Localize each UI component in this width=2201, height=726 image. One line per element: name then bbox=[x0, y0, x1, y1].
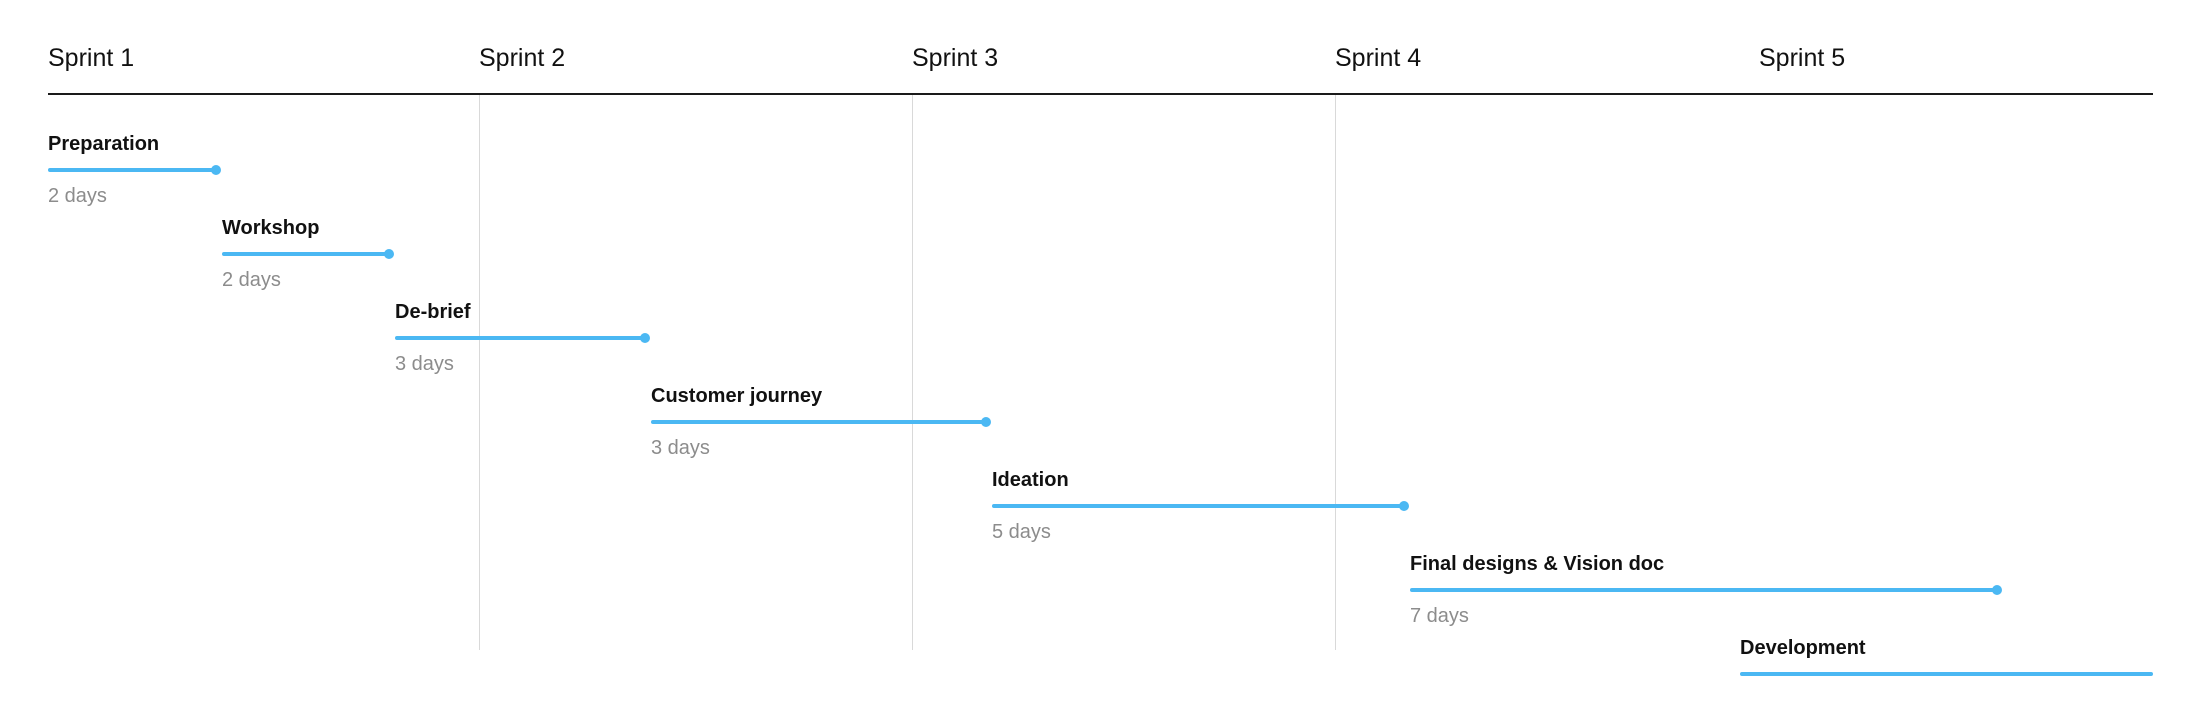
task-end-marker bbox=[384, 249, 394, 259]
task-bar bbox=[222, 252, 389, 256]
task-bar bbox=[992, 504, 1405, 508]
task-title: Ideation bbox=[992, 469, 1069, 491]
task-duration: 2 days bbox=[48, 185, 107, 207]
sprint-3-divider bbox=[912, 95, 913, 650]
sprint-4-label: Sprint 4 bbox=[1335, 44, 1422, 72]
task-duration: 7 days bbox=[1410, 605, 1469, 627]
sprint-2-divider bbox=[479, 95, 480, 650]
task-title: De-brief bbox=[395, 301, 471, 323]
sprint-2-label: Sprint 2 bbox=[479, 44, 566, 72]
task-duration: 3 days bbox=[651, 437, 710, 459]
task-end-marker bbox=[1992, 585, 2002, 595]
task-bar bbox=[651, 420, 987, 424]
task-duration: 5 days bbox=[992, 521, 1051, 543]
sprint-4-divider bbox=[1335, 95, 1336, 650]
task-title: Preparation bbox=[48, 133, 160, 155]
task-end-marker bbox=[1399, 501, 1409, 511]
sprint-5-label: Sprint 5 bbox=[1759, 44, 1846, 72]
task-duration: 2 days bbox=[222, 269, 281, 291]
task-bar bbox=[1740, 672, 2153, 676]
task-bar bbox=[395, 336, 646, 340]
task-title: Customer journey bbox=[651, 385, 823, 407]
task-title: Development bbox=[1740, 637, 1866, 659]
task-title: Workshop bbox=[222, 217, 320, 239]
task-duration: 3 days bbox=[395, 353, 454, 375]
task-title: Final designs & Vision doc bbox=[1410, 553, 1665, 575]
task-bar bbox=[48, 168, 217, 172]
task-end-marker bbox=[640, 333, 650, 343]
task-end-marker bbox=[981, 417, 991, 427]
header-rule bbox=[48, 93, 2153, 95]
task-end-marker bbox=[211, 165, 221, 175]
sprint-1-label: Sprint 1 bbox=[48, 44, 135, 72]
task-bar bbox=[1410, 588, 1998, 592]
sprint-3-label: Sprint 3 bbox=[912, 44, 999, 72]
